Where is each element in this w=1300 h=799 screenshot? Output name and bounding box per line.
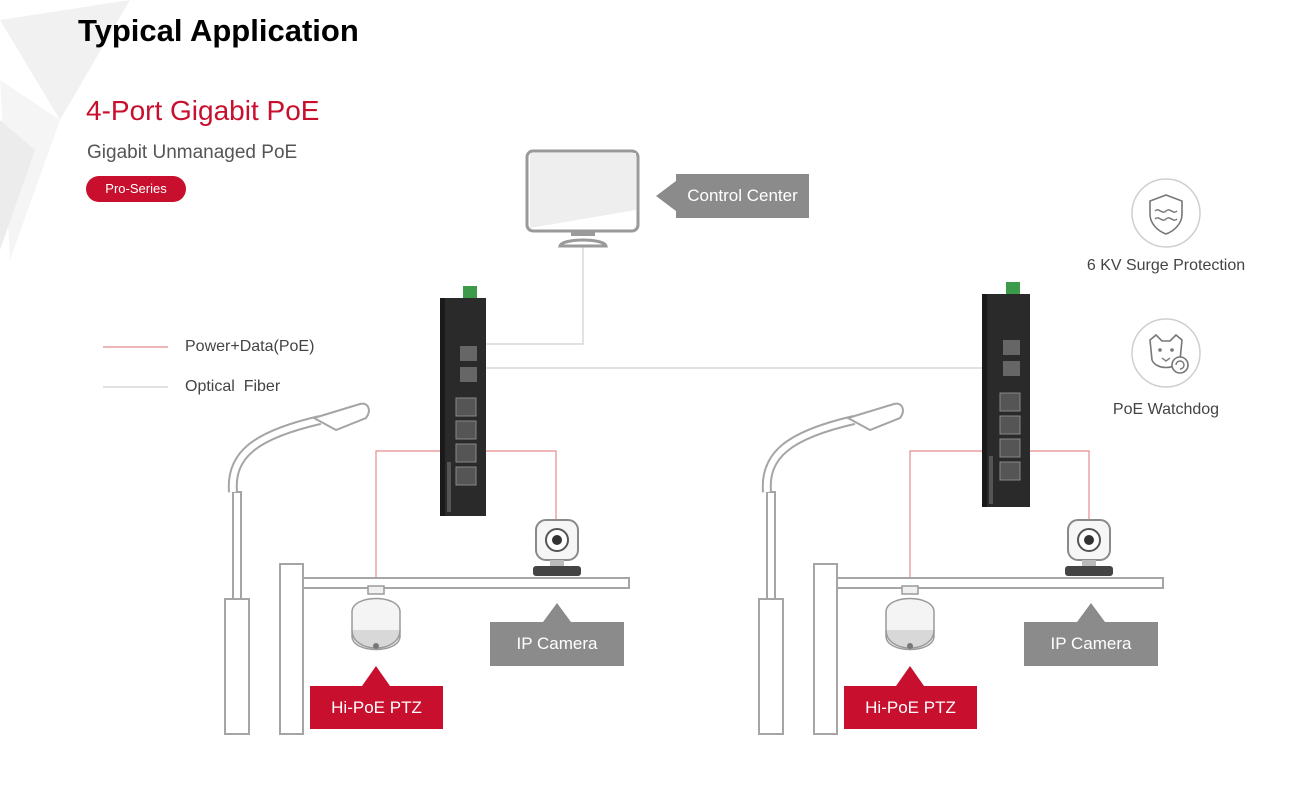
poe-links [375, 450, 1090, 586]
legend-label-poe: Power+Data(PoE) [185, 338, 315, 355]
ptz-camera-left [351, 585, 401, 651]
fiber-links [486, 246, 982, 369]
mounting-structure-right [813, 563, 1164, 735]
control-center-callout: Control Center [676, 174, 809, 218]
product-subtitle: Gigabit Unmanaged PoE [87, 142, 298, 163]
poe-switch-right [982, 282, 1030, 507]
poe-link-left-camera [486, 450, 557, 520]
ip-camera-right-callout-pointer [1077, 603, 1105, 622]
control-center-callout-pointer [656, 181, 676, 211]
feature-label-surge: 6 KV Surge Protection [1086, 257, 1246, 274]
ptz-right-callout: Hi-PoE PTZ [844, 686, 977, 729]
feature-label-watchdog: PoE Watchdog [1112, 401, 1220, 418]
product-title: 4-Port Gigabit PoE [86, 95, 320, 126]
poe-link-right-ptz [909, 450, 982, 586]
street-lamp-right [758, 402, 904, 735]
ptz-camera-right [885, 585, 935, 651]
legend-label-fiber: Optical Fiber [185, 378, 281, 395]
fiber-link-control-center [486, 246, 584, 345]
mounting-structure-left [279, 563, 630, 735]
ptz-left-callout-pointer [362, 666, 390, 686]
ip-camera-left-callout: IP Camera [490, 622, 624, 666]
ptz-right-callout-pointer [896, 666, 924, 686]
series-badge: Pro-Series [86, 176, 186, 202]
shield-surge-icon [1131, 178, 1201, 248]
control-center-monitor [525, 149, 640, 248]
ip-camera-right [1065, 519, 1113, 576]
page-title: Typical Application [78, 13, 359, 48]
ip-camera-right-callout: IP Camera [1024, 622, 1158, 666]
watchdog-icon [1131, 318, 1201, 388]
poe-link-left-ptz [375, 450, 440, 586]
ip-camera-left [533, 519, 581, 576]
poe-link-right-camera [1030, 450, 1090, 520]
ptz-left-callout: Hi-PoE PTZ [310, 686, 443, 729]
ip-camera-left-callout-pointer [543, 603, 571, 622]
poe-switch-left [440, 286, 486, 516]
street-lamp-left [224, 402, 370, 735]
background-decoration [0, 0, 130, 260]
